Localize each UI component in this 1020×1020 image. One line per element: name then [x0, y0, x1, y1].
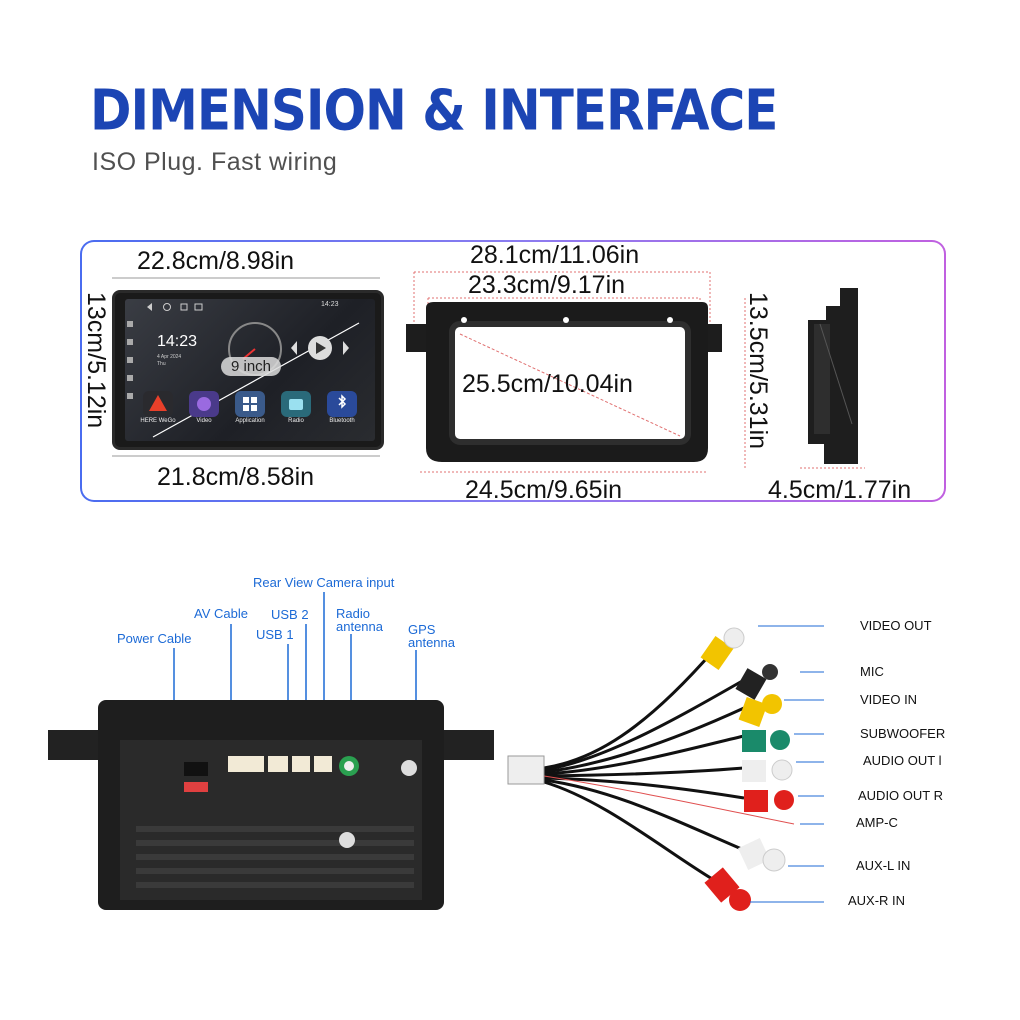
label-power-cable: Power Cable	[117, 631, 192, 646]
label-usb1: USB 1	[256, 627, 294, 642]
side-profile	[808, 288, 858, 464]
cable-label-audio-out-r: AUDIO OUT R	[858, 788, 943, 803]
depth-label: 4.5cm/1.77in	[768, 476, 912, 504]
frame-outer-width-label: 28.1cm/11.06in	[470, 241, 640, 269]
page-subtitle: ISO Plug. Fast wiring	[92, 148, 338, 176]
screen-nav-bar	[127, 303, 360, 438]
frame-bottom-width-label: 24.5cm/9.65in	[465, 476, 623, 504]
cable-label-mic: MIC	[860, 664, 884, 679]
screen-height-label: 13cm/5.12in	[82, 292, 110, 429]
date: 4 Apr 2024	[157, 354, 182, 360]
app-label-application: Application	[235, 418, 265, 424]
label-av-cable: AV Cable	[194, 606, 248, 621]
cable-label-subwoofer: SUBWOOFER	[860, 726, 946, 741]
cable-label-amp-c: AMP-C	[856, 815, 898, 830]
cable-label-aux-l-in: AUX-L IN	[856, 858, 911, 873]
frame-diagonal-label: 25.5cm/10.04in	[462, 370, 633, 398]
cable-label-video-in: VIDEO IN	[860, 692, 918, 707]
bluetooth-icon[interactable]	[327, 391, 357, 417]
rca-harness	[507, 625, 824, 911]
cable-label-aux-r-in: AUX-R IN	[848, 893, 906, 908]
here-wego-icon[interactable]	[143, 391, 173, 417]
frame-height-label: 13.5cm/5.31in	[744, 292, 772, 450]
head-unit-screen: 14:23 14:23 4 Apr 2024 Thu 9 inch HERE W…	[112, 290, 384, 450]
screen-size-badge: 9 inch	[221, 357, 282, 376]
app-label-bluetooth: Bluetooth	[329, 418, 355, 424]
application-icon[interactable]	[235, 391, 265, 417]
video-icon[interactable]	[189, 391, 219, 417]
label-rear-camera: Rear View Camera input	[253, 575, 395, 590]
radio-icon[interactable]	[281, 391, 311, 417]
screen-display: 14:23 14:23 4 Apr 2024 Thu 9 inch HERE W…	[125, 299, 375, 441]
frame-inner-width-label: 23.3cm/9.17in	[468, 271, 626, 299]
screen-width-top-label: 22.8cm/8.98in	[137, 247, 295, 275]
clock: 14:23	[157, 333, 198, 350]
page-title: DIMENSION & INTERFACE	[90, 78, 778, 143]
cable-label-audio-out-l: AUDIO OUT l	[863, 753, 942, 768]
status-time: 14:23	[321, 301, 339, 308]
day: Thu	[157, 361, 166, 367]
cable-label-video-out: VIDEO OUT	[860, 618, 932, 633]
label-usb2: USB 2	[271, 607, 309, 622]
app-label-here: HERE WeGo	[140, 418, 176, 424]
label-gps-antenna: GPS antenna	[408, 622, 455, 650]
app-label-radio: Radio	[288, 418, 304, 424]
label-radio-antenna: Radio antenna	[336, 606, 383, 634]
screen-width-bottom-label: 21.8cm/8.58in	[157, 463, 315, 491]
back-unit	[48, 592, 494, 910]
app-label-video: Video	[196, 418, 212, 424]
fascia-frame	[406, 302, 722, 462]
